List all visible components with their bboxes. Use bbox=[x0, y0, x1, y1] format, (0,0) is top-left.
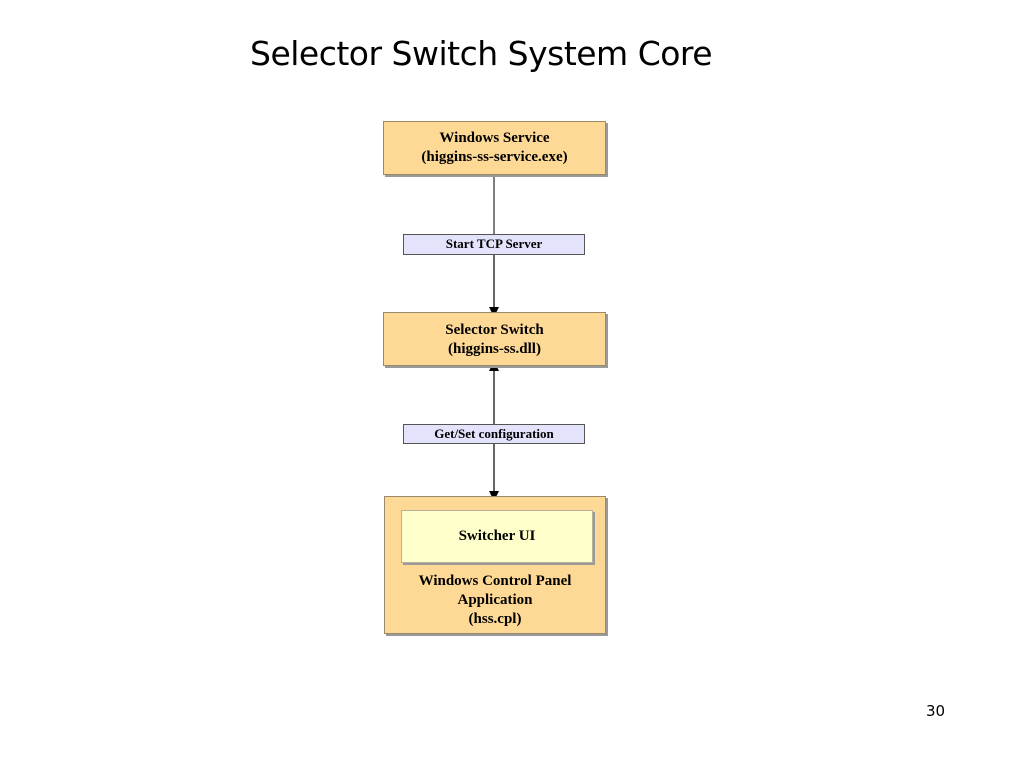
control-panel-line2: Application bbox=[457, 592, 533, 608]
get-set-configuration-text: Get/Set configuration bbox=[434, 426, 554, 441]
switcher-ui-text: Switcher UI bbox=[458, 528, 536, 544]
slide-title: Selector Switch System Core bbox=[250, 34, 713, 73]
control-panel-line1: Windows Control Panel bbox=[418, 573, 572, 589]
windows-service-file: (higgins-ss-service.exe) bbox=[421, 149, 568, 165]
windows-service-name: Windows Service bbox=[439, 130, 550, 146]
get-set-configuration-label: Get/Set configuration bbox=[403, 424, 585, 444]
page-number: 30 bbox=[926, 702, 946, 720]
control-panel-line3: (hss.cpl) bbox=[468, 611, 522, 627]
selector-switch-file: (higgins-ss.dll) bbox=[448, 341, 541, 357]
windows-service-box: Windows Service (higgins-ss-service.exe) bbox=[383, 121, 606, 175]
start-tcp-server-label: Start TCP Server bbox=[403, 234, 585, 255]
control-panel-caption: Windows Control Panel Application (hss.c… bbox=[385, 572, 605, 629]
selector-switch-box: Selector Switch (higgins-ss.dll) bbox=[383, 312, 606, 366]
control-panel-box: Switcher UI Windows Control Panel Applic… bbox=[384, 496, 606, 634]
switcher-ui-box: Switcher UI bbox=[401, 510, 593, 563]
start-tcp-server-text: Start TCP Server bbox=[445, 236, 543, 251]
selector-switch-name: Selector Switch bbox=[445, 322, 544, 338]
